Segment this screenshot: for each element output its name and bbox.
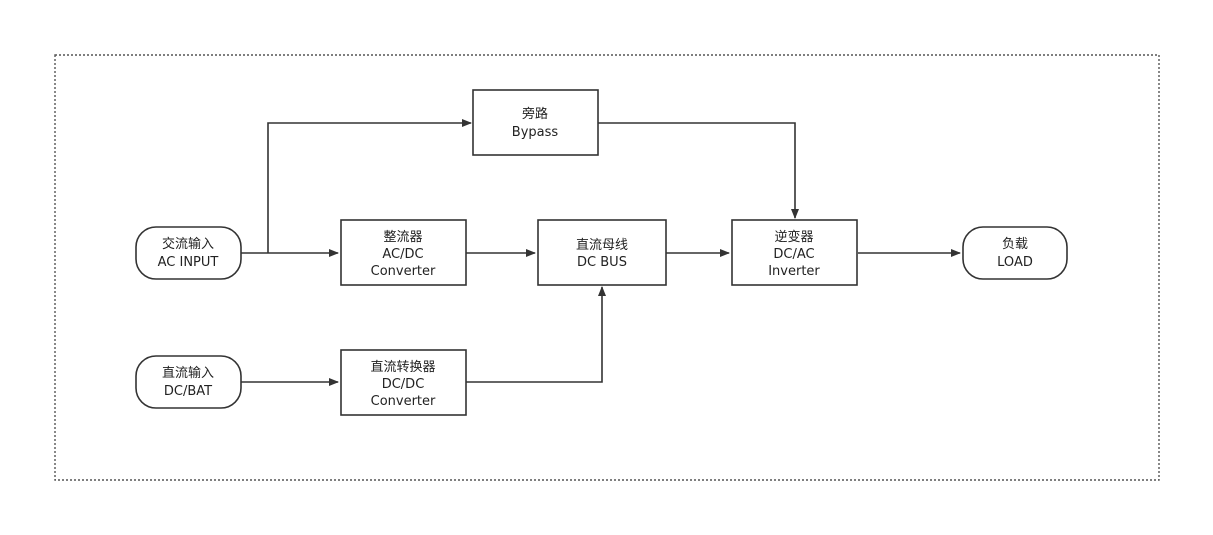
dc-bus-label-cn: 直流母线 xyxy=(576,238,628,253)
node-dc-input: 直流输入 DC/BAT xyxy=(135,355,242,409)
inverter-label-type: DC/AC xyxy=(773,247,814,262)
connector-dcdc-to-dc-bus xyxy=(466,286,606,383)
connector-ac-input-to-bypass xyxy=(267,119,472,253)
connectors xyxy=(241,119,961,386)
load-terminal-shape xyxy=(962,226,1068,280)
dcdc-label-en: Converter xyxy=(371,394,436,409)
node-dcdc-converter: 直流转换器 DC/DC Converter xyxy=(340,349,467,416)
rectifier-box xyxy=(340,219,467,286)
dc-input-label-en: DC/BAT xyxy=(164,384,212,399)
rectifier-label-cn: 整流器 xyxy=(383,230,422,245)
ac-input-terminal-shape xyxy=(135,226,242,280)
dc-bus-label-en: DC BUS xyxy=(577,255,627,270)
node-load: 负载 LOAD xyxy=(962,226,1068,280)
load-label-en: LOAD xyxy=(997,255,1033,270)
inverter-label-cn: 逆变器 xyxy=(774,229,813,245)
bypass-box xyxy=(472,89,599,156)
ac-input-label-cn: 交流输入 xyxy=(162,236,214,252)
dcdc-label-cn: 直流转换器 xyxy=(370,360,435,375)
inverter-label-en: Inverter xyxy=(768,264,820,279)
rectifier-label-en: Converter xyxy=(371,264,436,279)
inverter-box xyxy=(731,219,858,286)
dc-input-terminal-shape xyxy=(135,355,242,409)
node-dc-bus: 直流母线 DC BUS xyxy=(537,219,667,286)
system-boundary-frame xyxy=(54,54,1160,481)
rectifier-label-type: AC/DC xyxy=(382,247,423,262)
bypass-label-en: Bypass xyxy=(512,125,559,140)
node-inverter: 逆变器 DC/AC Inverter xyxy=(731,219,858,286)
node-rectifier: 整流器 AC/DC Converter xyxy=(340,219,467,286)
dcdc-label-type: DC/DC xyxy=(382,377,425,392)
dc-bus-box xyxy=(537,219,667,286)
bypass-label-cn: 旁路 xyxy=(522,106,548,122)
ac-input-label-en: AC INPUT xyxy=(158,255,219,270)
dc-input-label-cn: 直流输入 xyxy=(162,365,214,381)
node-bypass: 旁路 Bypass xyxy=(472,89,599,156)
dcdc-converter-box xyxy=(340,349,467,416)
connector-bypass-to-inverter xyxy=(598,122,799,219)
load-label-cn: 负载 xyxy=(1002,237,1028,252)
node-ac-input: 交流输入 AC INPUT xyxy=(135,226,242,280)
